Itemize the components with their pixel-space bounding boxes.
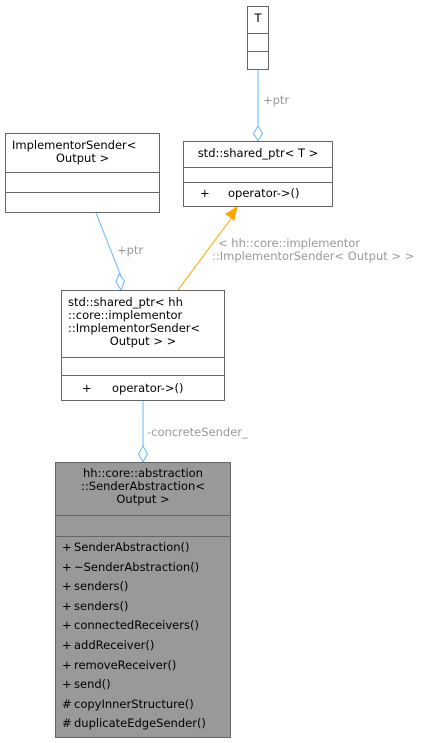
operation: +send() [62,677,111,692]
operations-section: +SenderAbstraction() +~SenderAbstraction… [56,536,230,734]
aggregation-diamond-icon [252,125,264,142]
operation: +operator->() [82,381,184,395]
operation: +~SenderAbstraction() [62,559,200,574]
operation: #copyInnerStructure() [62,696,194,711]
class-box-shared-ptr-impl[interactable]: std::shared_ptr< hh ::core::implementor … [61,290,225,401]
aggregation-diamond-icon [137,444,149,464]
operations-section [248,51,268,69]
edge-label-concrete-sender: -concreteSender_ [147,425,248,439]
edge-label-ptr: +ptr [117,243,144,257]
class-title: ImplementorSender< Output > [12,138,137,165]
attributes-section [62,357,224,375]
operation: +operator->() [200,186,300,200]
class-title: std::shared_ptr< T > [197,146,319,160]
operation: #duplicateEdgeSender() [62,716,206,731]
attributes-section [56,515,230,536]
operation: +connectedReceivers() [62,618,199,633]
edge-label-template-binding: < hh::core::implementor ::ImplementorSen… [212,236,415,263]
attributes-section [184,167,332,182]
operation: +addReceiver() [62,637,155,652]
class-box-sender-abstraction[interactable]: hh::core::abstraction ::SenderAbstractio… [55,462,231,738]
aggregation-diamond-icon [115,272,126,292]
arrowhead-icon [225,205,238,221]
operations-section: +operator->() [62,375,224,399]
class-box-t[interactable]: T [247,6,269,70]
operation: +removeReceiver() [62,657,177,672]
operations-section: +operator->() [184,182,332,202]
operation: +senders() [62,598,129,613]
attributes-section [6,172,159,192]
class-title: T [254,11,262,25]
operation: +senders() [62,579,129,594]
class-box-shared-ptr-t[interactable]: std::shared_ptr< T > +operator->() [183,141,333,207]
edge-template-binding [177,215,234,291]
class-title: std::shared_ptr< hh ::core::implementor … [68,295,201,348]
edge-label-ptr: +ptr [263,93,290,107]
operation: +SenderAbstraction() [62,540,190,554]
class-box-implementor-sender[interactable]: ImplementorSender< Output > [5,133,160,213]
operations-section [6,192,159,212]
attributes-section [248,33,268,51]
class-title: hh::core::abstraction ::SenderAbstractio… [81,466,205,506]
edge-impl-shared [95,212,122,277]
